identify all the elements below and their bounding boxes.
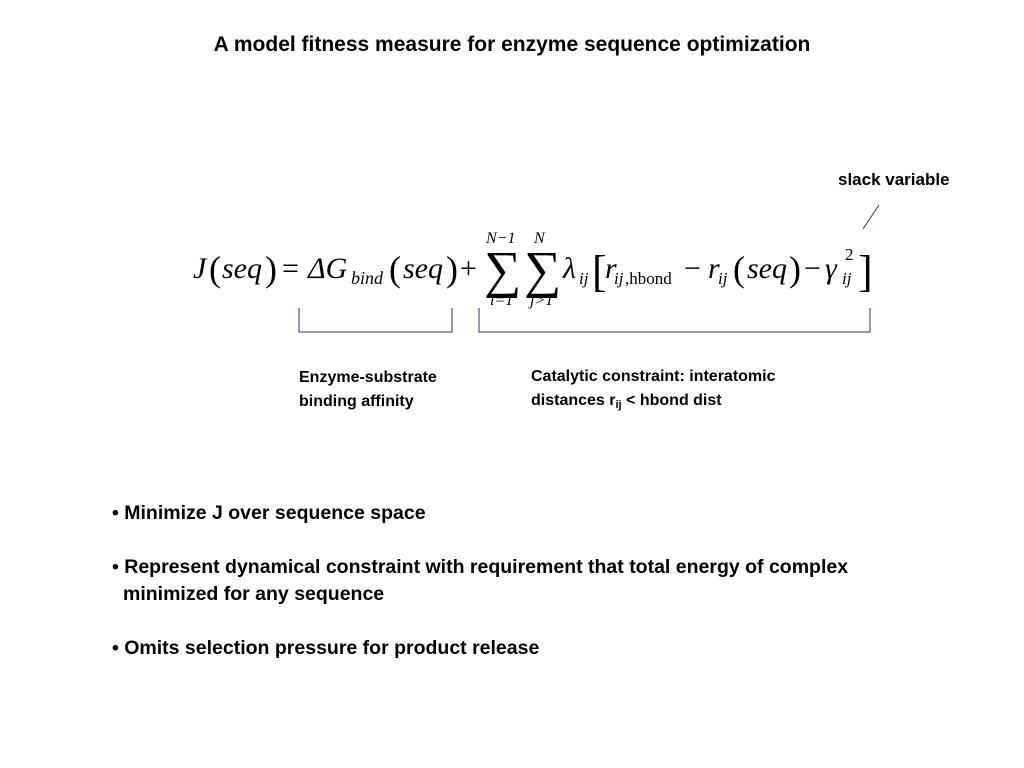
- eq-gamma-sub: ij: [842, 269, 852, 288]
- eq-r-1: r: [605, 252, 617, 285]
- slack-pointer-line: [862, 204, 880, 230]
- eq-delta-g: ΔG: [307, 252, 348, 285]
- bullet-item-minimize: • Minimize J over sequence space: [112, 500, 992, 527]
- eq-paren-close-1: ): [265, 249, 277, 289]
- catalytic-constraint-bracket: [478, 308, 871, 333]
- slack-variable-label: slack variable: [838, 170, 950, 189]
- eq-seq-2: seq: [403, 252, 443, 285]
- eq-paren-open-3: (: [733, 249, 745, 289]
- eq-sub-bind: bind: [351, 268, 384, 288]
- eq-sum-i: ∑: [484, 242, 521, 299]
- catalytic-line-2-sub: ij: [615, 399, 622, 411]
- eq-sum-i-upper: N−1: [485, 230, 515, 247]
- eq-bracket-open: [: [592, 247, 607, 296]
- eq-J: J: [193, 252, 208, 285]
- eq-sum-j-upper: N: [533, 230, 546, 247]
- eq-seq-1: seq: [222, 252, 262, 285]
- eq-plus: +: [460, 252, 477, 285]
- binding-affinity-bracket: [298, 308, 453, 333]
- binding-affinity-line-2: binding affinity: [299, 393, 414, 410]
- bullet-text-continuation: minimized for any sequence: [123, 583, 385, 605]
- eq-paren-open-2: (: [389, 249, 401, 289]
- eq-lambda: λ: [562, 252, 576, 285]
- binding-affinity-line-1: Enzyme-substrate: [299, 369, 437, 386]
- eq-r-2: r: [708, 252, 720, 285]
- eq-minus-1: −: [684, 252, 701, 285]
- bullet-item-dynamical: • Represent dynamical constraint with re…: [112, 554, 992, 608]
- bullet-marker: •: [112, 502, 119, 524]
- catalytic-line-1: Catalytic constraint: interatomic: [531, 368, 776, 385]
- eq-lambda-sub: ij: [579, 269, 589, 288]
- eq-gamma: γ: [825, 252, 838, 285]
- fitness-equation: J ( seq ) = ΔG bind ( seq ) + ∑ N−1 i=1 …: [193, 230, 873, 309]
- slide-title: A model fitness measure for enzyme seque…: [213, 33, 811, 56]
- bullet-list: • Minimize J over sequence space • Repre…: [112, 500, 992, 689]
- eq-sum-j-lower: j>1: [528, 292, 553, 309]
- catalytic-line-2: distances rij < hbond dist: [531, 392, 722, 411]
- eq-paren-close-3: ): [789, 249, 801, 289]
- eq-r-2-sub: ij: [718, 269, 728, 288]
- eq-minus-2: −: [804, 252, 821, 285]
- eq-gamma-sup: 2: [845, 245, 854, 264]
- eq-bracket-close: ]: [858, 247, 873, 296]
- eq-sum-i-lower: i=1: [490, 292, 513, 309]
- eq-equals: =: [282, 252, 299, 285]
- eq-r-1-sub: ij: [614, 269, 624, 288]
- bullet-marker: •: [112, 556, 119, 578]
- bullet-text: Minimize J over sequence space: [118, 502, 426, 524]
- catalytic-constraint-label: Catalytic constraint: interatomic distan…: [531, 365, 776, 417]
- eq-paren-close-2: ): [446, 249, 458, 289]
- eq-seq-3: seq: [747, 252, 787, 285]
- bullet-text: Omits selection pressure for product rel…: [118, 637, 540, 659]
- bullet-item-omits: • Omits selection pressure for product r…: [112, 635, 992, 662]
- eq-sum-j: ∑: [524, 242, 561, 299]
- bullet-text: Represent dynamical constraint with requ…: [118, 556, 849, 578]
- binding-affinity-label: Enzyme-substrate binding affinity: [299, 366, 437, 414]
- eq-r-1-sub-hbond: ,hbond: [625, 269, 672, 288]
- bullet-marker: •: [112, 637, 119, 659]
- eq-paren-open-1: (: [209, 249, 221, 289]
